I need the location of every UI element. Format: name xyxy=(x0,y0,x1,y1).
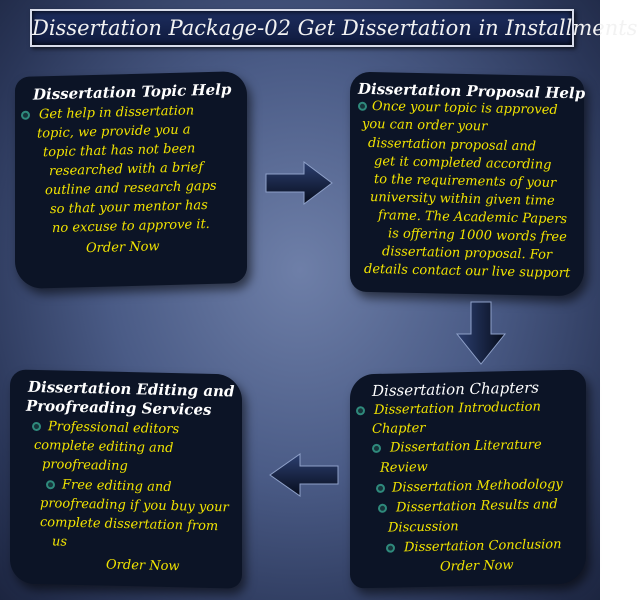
circle-bullet-icon xyxy=(386,543,395,553)
order-now-link[interactable]: Order Now xyxy=(106,557,180,575)
text-line: us xyxy=(52,534,68,550)
text-line: Discussion xyxy=(388,519,459,536)
card-title: Dissertation Chapters xyxy=(372,378,539,401)
text-line: proofreading xyxy=(42,457,128,475)
text-line: Dissertation Literature xyxy=(390,437,542,456)
page-title: Dissertation Package-02 Get Dissertation… xyxy=(30,9,637,47)
circle-bullet-icon xyxy=(32,421,41,432)
text-line: Dissertation Introduction xyxy=(374,399,541,418)
circle-bullet-icon xyxy=(356,406,365,416)
card-proposal-help: Dissertation Proposal Help Once your top… xyxy=(350,71,585,297)
arrow-left-icon xyxy=(269,453,339,497)
text-line: no excuse to approve it. xyxy=(52,216,210,237)
card-dissertation-chapters: Dissertation Chapters Dissertation Intro… xyxy=(350,369,586,589)
text-line: Professional editors xyxy=(48,419,180,438)
text-line: complete editing and xyxy=(34,437,174,457)
card-editing-proofreading: Dissertation Editing and Proofreading Se… xyxy=(10,369,242,589)
order-now-link[interactable]: Order Now xyxy=(86,239,160,257)
circle-bullet-icon xyxy=(46,480,55,490)
text-line: Dissertation Conclusion xyxy=(404,537,562,556)
circle-bullet-icon xyxy=(358,101,367,111)
text-line: details contact our live support xyxy=(364,261,571,282)
text-line: Free editing and xyxy=(62,477,172,496)
arrow-down-icon xyxy=(455,301,507,365)
card-title: Dissertation Topic Help xyxy=(33,80,232,104)
circle-bullet-icon xyxy=(376,483,385,493)
text-line: you can order your xyxy=(362,116,488,135)
order-now-link[interactable]: Order Now xyxy=(440,558,514,575)
card-title: Proofreading Services xyxy=(26,396,212,419)
text-line: Dissertation Methodology xyxy=(392,477,563,496)
circle-bullet-icon xyxy=(21,110,30,120)
text-line: Dissertation Results and xyxy=(396,497,558,516)
arrow-right-icon xyxy=(265,161,333,205)
text-line: Review xyxy=(380,459,428,476)
circle-bullet-icon xyxy=(378,503,387,513)
circle-bullet-icon xyxy=(372,443,381,454)
text-line: Chapter xyxy=(372,420,426,438)
card-topic-help: Dissertation Topic Help Get help in diss… xyxy=(15,70,247,290)
